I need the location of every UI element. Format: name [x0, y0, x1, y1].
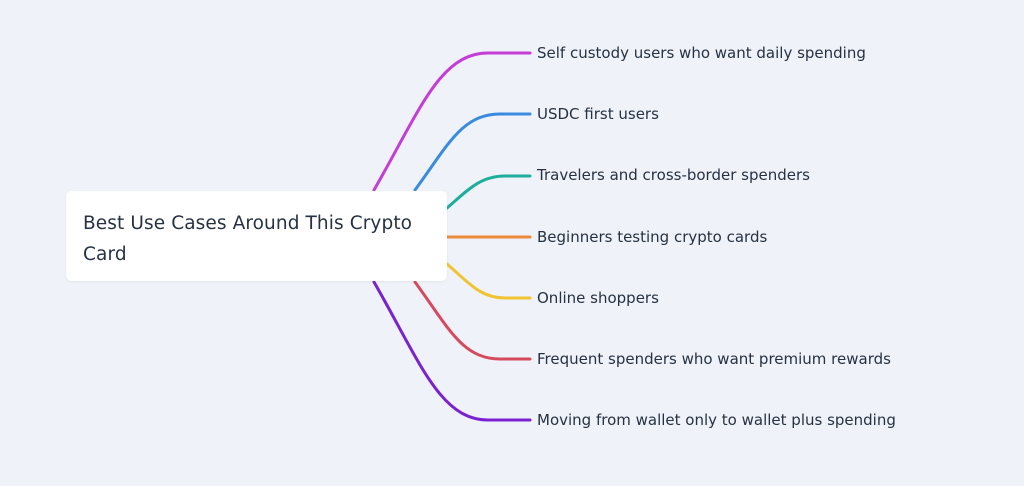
root-node[interactable]: Best Use Cases Around This Crypto Card: [66, 191, 447, 281]
connector-wallet-plus-spending: [372, 280, 532, 422]
branch-label-self-custody[interactable]: Self custody users who want daily spendi…: [537, 44, 866, 62]
branch-label-beginners[interactable]: Beginners testing crypto cards: [537, 228, 768, 246]
connector-online-shoppers: [445, 262, 532, 300]
connector-travelers: [445, 174, 532, 210]
branch-label-online-shoppers[interactable]: Online shoppers: [537, 289, 659, 307]
connector-self-custody: [372, 51, 532, 192]
connector-usdc-first: [413, 112, 532, 192]
branch-label-wallet-plus-spending[interactable]: Moving from wallet only to wallet plus s…: [537, 411, 896, 429]
branch-label-frequent-spenders[interactable]: Frequent spenders who want premium rewar…: [537, 350, 891, 368]
branch-label-travelers[interactable]: Travelers and cross-border spenders: [537, 166, 810, 184]
branch-label-usdc-first[interactable]: USDC first users: [537, 105, 659, 123]
root-node-title: Best Use Cases Around This Crypto Card: [83, 213, 413, 265]
connector-frequent-spenders: [413, 280, 532, 361]
